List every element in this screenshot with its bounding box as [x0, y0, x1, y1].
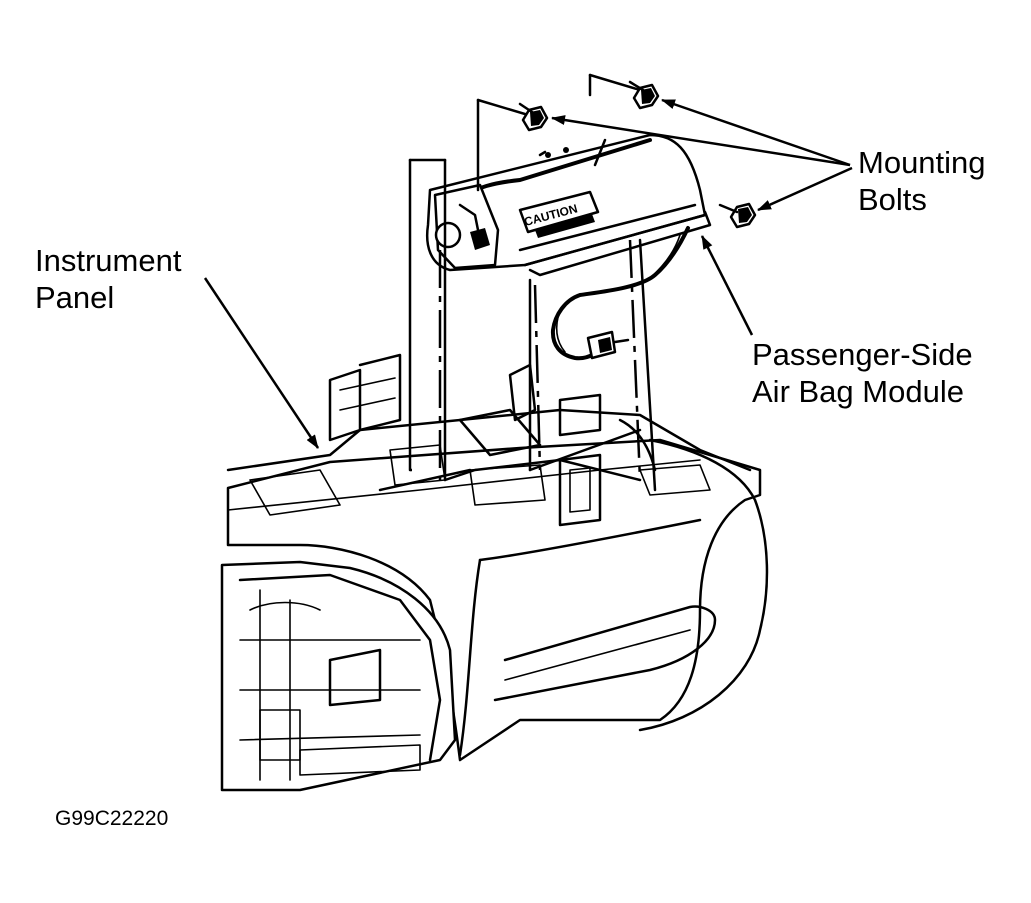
mounting-bolts-leader-lines	[551, 98, 853, 212]
mounting-bolt-right	[718, 202, 757, 229]
instrument-panel-label: Instrument Panel	[35, 242, 181, 316]
air-bag-module-drawing: CAUTION	[426, 133, 712, 361]
figure-code: G99C22220	[55, 807, 169, 830]
mounting-bolt-top-right	[628, 80, 660, 110]
air-bag-module-leader-line	[700, 235, 754, 336]
air-bag-module-label: Passenger-Side Air Bag Module	[752, 336, 973, 410]
air-bag-module-label-line-1: Passenger-Side	[752, 337, 973, 372]
instrument-panel-label-line-1: Instrument	[35, 243, 182, 278]
instrument-panel-label-line-2: Panel	[35, 280, 115, 315]
exploded-view-lines	[378, 73, 657, 492]
instrument-panel-drawing	[220, 353, 769, 792]
mounting-bolt-top-left	[518, 102, 549, 132]
mounting-bolts-label-line-2: Bolts	[858, 182, 927, 217]
instrument-panel-leader-line	[203, 277, 320, 449]
mounting-bolts-label-line-1: Mounting	[858, 145, 986, 180]
air-bag-module-label-line-2: Air Bag Module	[752, 374, 964, 409]
mounting-bolts-label: Mounting Bolts	[858, 144, 986, 218]
